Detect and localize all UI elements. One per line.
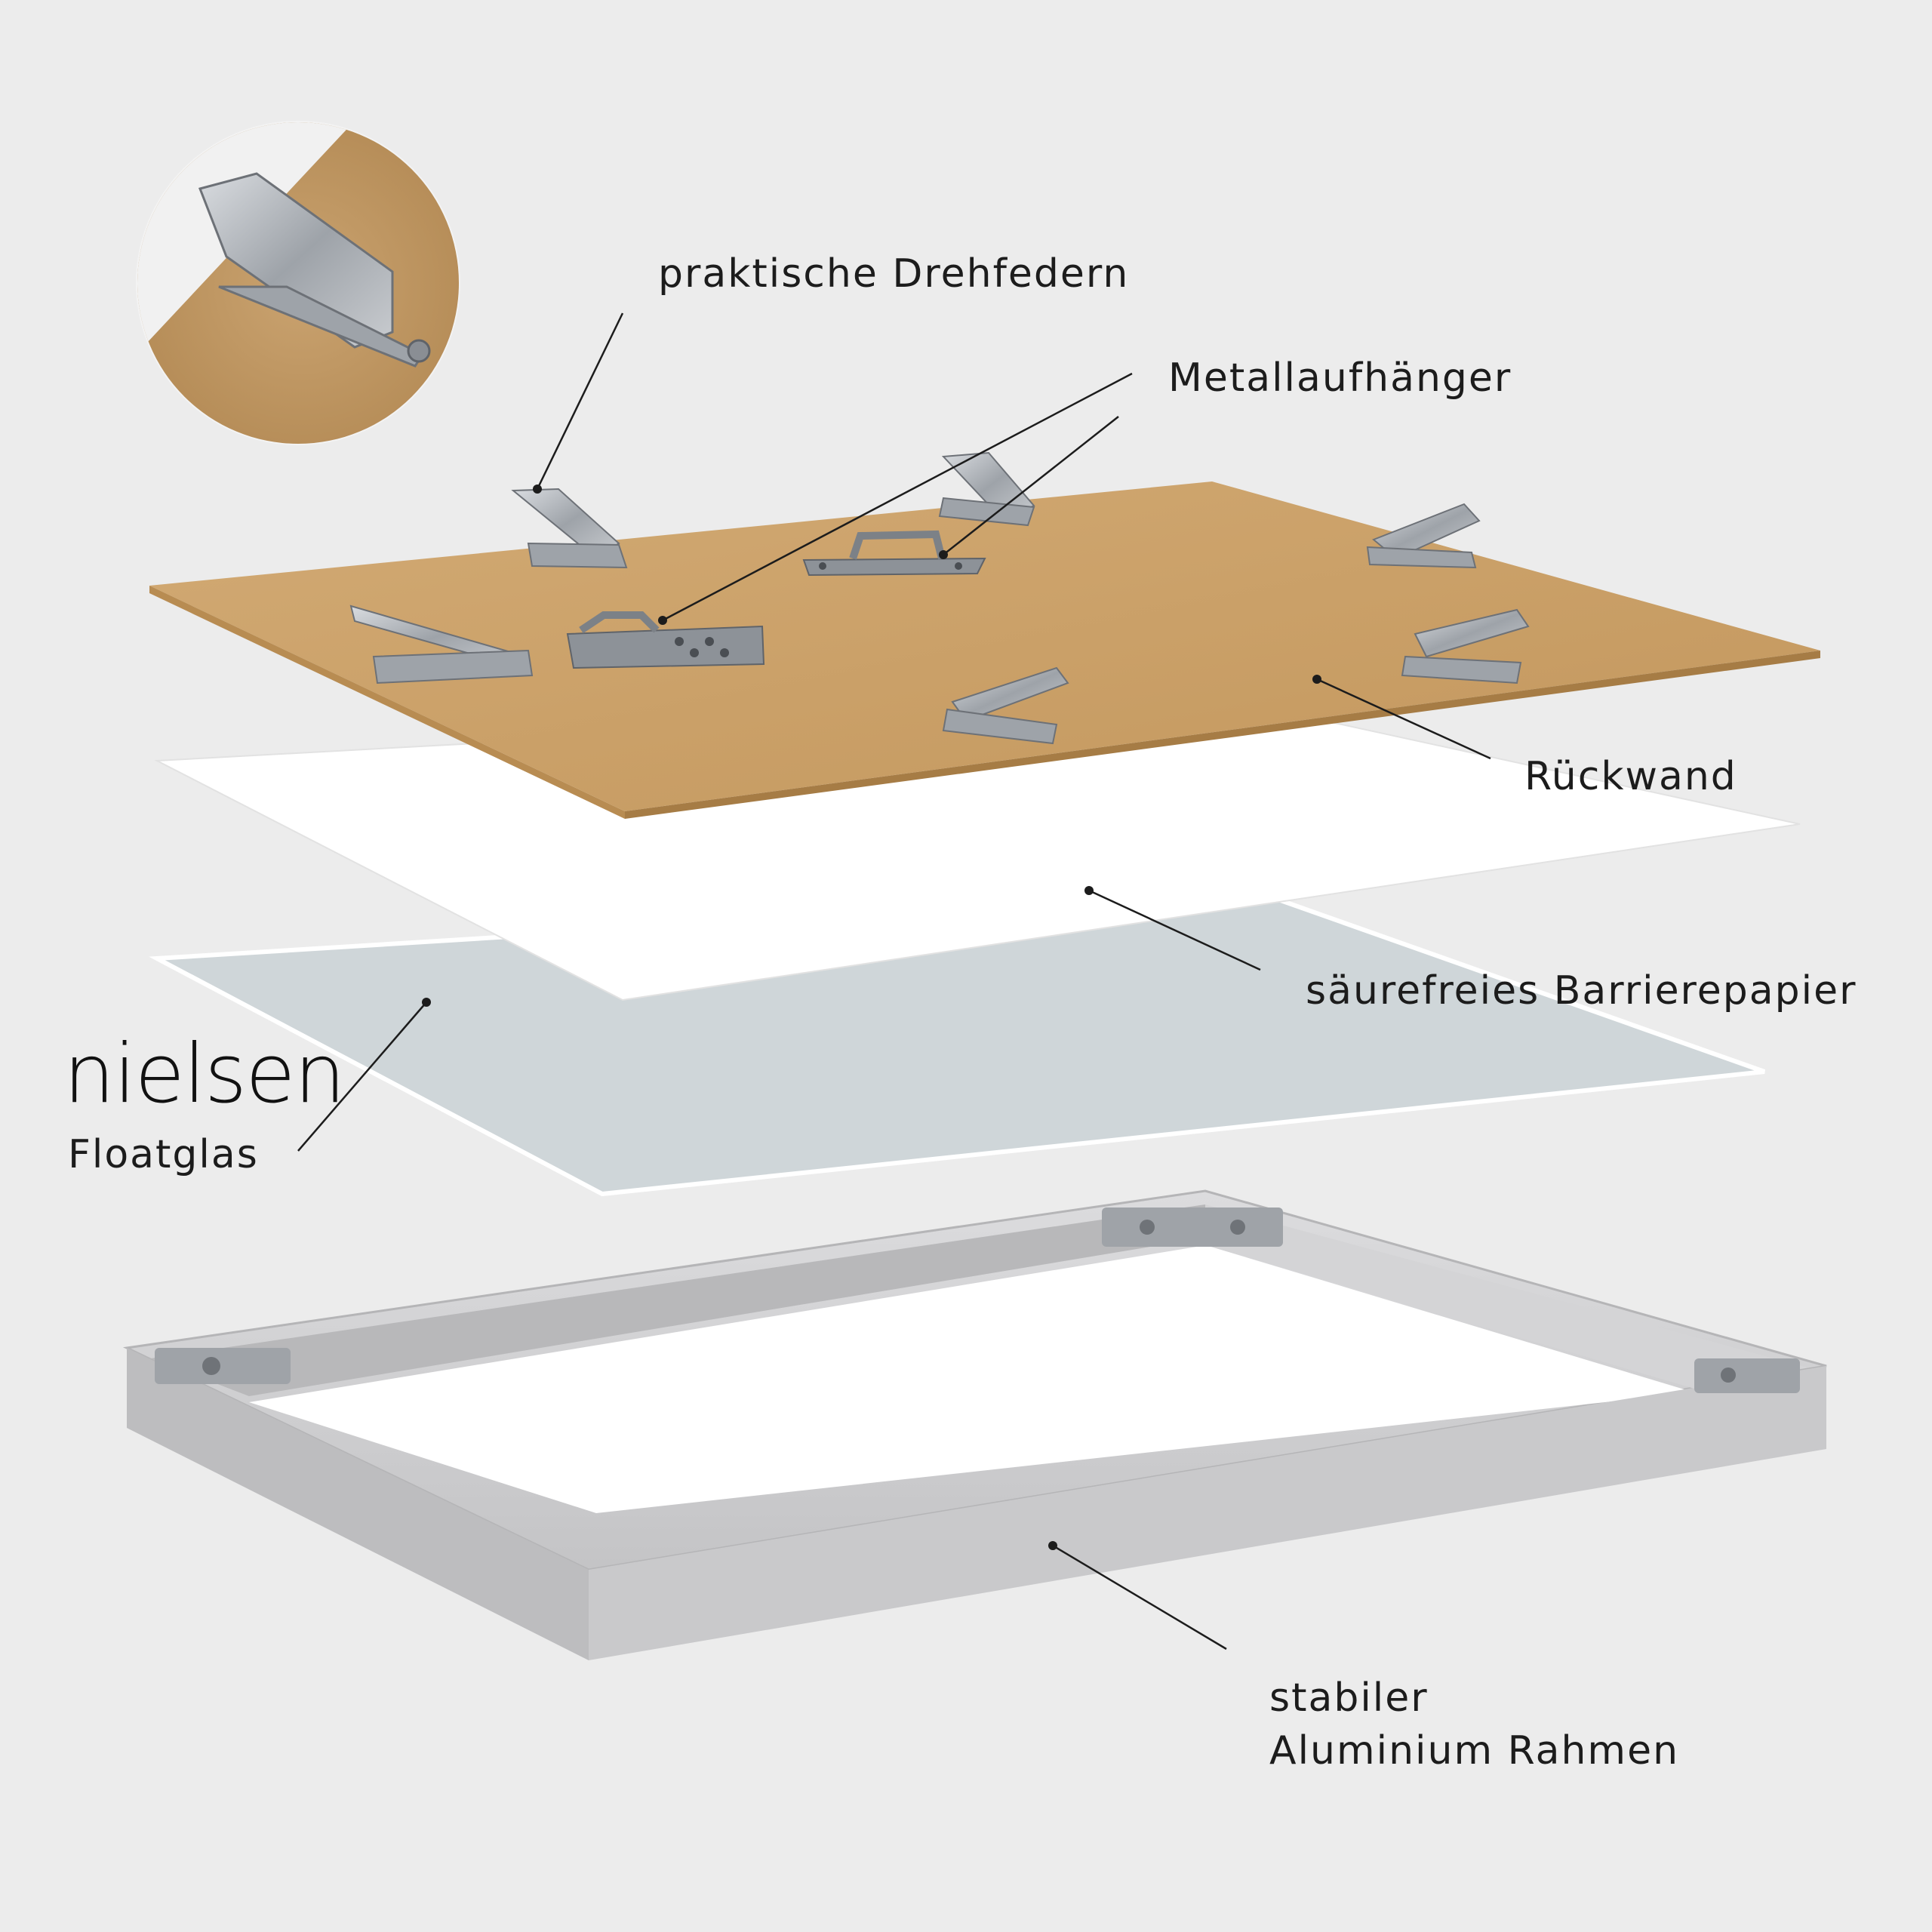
leader-barrierepapier [1088, 889, 1261, 971]
leader-drehfedern [536, 312, 624, 490]
corner-bracket-left [155, 1348, 291, 1384]
label-drehfedern: praktische Drehfedern [658, 251, 1130, 297]
inset-swivel-spring [198, 172, 394, 349]
corner-bracket-right [1694, 1358, 1800, 1393]
leader-lines [297, 312, 1491, 1651]
metal-hanger-center [802, 530, 986, 577]
label-aufhaenger: Metallaufhänger [1168, 355, 1512, 401]
detail-inset-circle [136, 121, 460, 445]
dot-rahmen [1048, 1541, 1057, 1550]
frame-rail-right [1205, 1204, 1807, 1389]
dot-barrierepapier [1084, 886, 1094, 895]
leader-rahmen [1052, 1544, 1227, 1651]
swivel-spring-top-center [938, 451, 1035, 527]
leader-aufhaenger-1 [662, 372, 1133, 622]
label-rahmen-line1: stabiler [1269, 1675, 1429, 1721]
label-floatglas: Floatglas [68, 1132, 259, 1177]
label-barrierepapier: säurefreies Barrierepapier [1306, 968, 1857, 1014]
backboard-edge [625, 651, 1820, 819]
metal-hanger-left [566, 611, 765, 669]
swivel-spring-bottom-center [942, 666, 1069, 745]
frame-side-left [127, 1348, 589, 1660]
leader-floatglas [297, 1001, 427, 1152]
frame-side-front [589, 1366, 1826, 1660]
leader-rueckwand [1316, 678, 1491, 760]
aluminium-frame [122, 1189, 1827, 1660]
swivel-spring-right [1401, 608, 1530, 685]
dot-aufhaenger-1 [658, 616, 667, 625]
dot-rueckwand [1312, 675, 1321, 684]
nielsen-logo: nielsen [63, 1027, 346, 1121]
swivel-spring-top-left [511, 488, 628, 569]
label-rueckwand: Rückwand [1524, 754, 1737, 799]
corner-bracket-back [1102, 1208, 1283, 1247]
leader-aufhaenger-2 [943, 416, 1119, 555]
dot-aufhaenger-2 [939, 550, 948, 559]
label-rahmen-line2: Aluminium Rahmen [1269, 1728, 1680, 1774]
frame-rail-back [151, 1204, 1205, 1396]
dot-drehfedern [533, 485, 542, 494]
swivel-spring-left [349, 605, 534, 685]
backboard-edge-left [149, 586, 625, 819]
dot-floatglas [422, 998, 431, 1007]
leader-dots [422, 485, 1321, 1550]
frame-inner-opening [249, 1245, 1694, 1513]
swivel-spring-top-right [1366, 503, 1481, 569]
